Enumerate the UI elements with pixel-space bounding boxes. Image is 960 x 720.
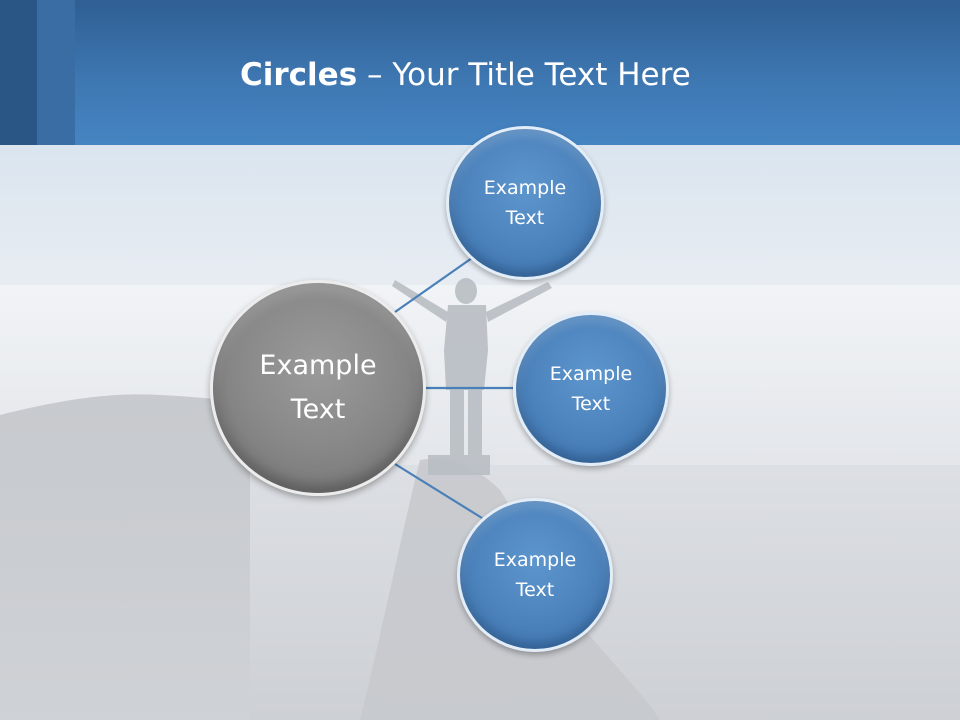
node-circle-top: Example Text <box>446 126 604 280</box>
person-silhouette <box>392 278 552 475</box>
node-circle-middle-label: Example Text <box>549 363 633 415</box>
header-accent-mid <box>37 0 75 145</box>
mountain-left <box>0 394 250 720</box>
slide-title-rest: – Your Title Text Here <box>357 57 691 93</box>
center-circle: Example Text <box>210 280 426 496</box>
node-circle-bottom-label: Example Text <box>493 549 577 601</box>
connector-bottom <box>394 463 483 519</box>
connector-top <box>394 257 473 313</box>
header-bar <box>0 0 960 145</box>
slide-title: Circles – Your Title Text Here <box>240 52 691 98</box>
node-circle-bottom: Example Text <box>457 498 613 652</box>
slide-title-bold: Circles <box>240 57 358 93</box>
node-circle-top-label: Example Text <box>483 177 567 229</box>
node-circle-middle: Example Text <box>513 312 669 466</box>
header-accent-dark <box>0 0 37 145</box>
center-circle-label: Example Text <box>259 350 377 425</box>
